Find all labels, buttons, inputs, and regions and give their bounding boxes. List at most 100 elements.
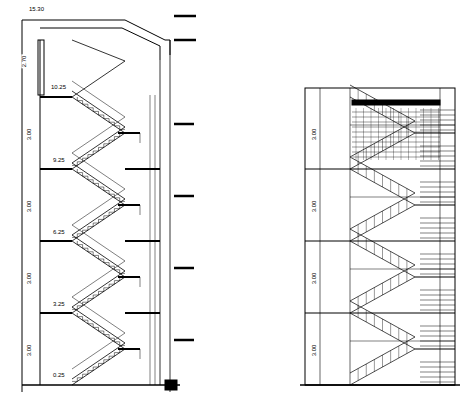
stroke: [88, 251, 93, 252]
stroke: [114, 122, 115, 126]
stroke: [77, 100, 82, 101]
stroke: [140, 349, 141, 359]
stroke: [352, 157, 440, 158]
stroke: [420, 300, 455, 301]
stroke: [420, 166, 455, 167]
stroke: [93, 223, 98, 224]
stroke: [420, 110, 455, 111]
stroke: [374, 216, 375, 228]
stroke: [72, 205, 125, 241]
stroke: [366, 292, 367, 304]
stroke: [82, 230, 83, 234]
stroke: [83, 320, 88, 321]
stroke: [350, 265, 415, 301]
stroke: [82, 101, 83, 105]
stroke: [352, 152, 440, 153]
stroke: [352, 142, 440, 143]
stroke: [114, 209, 115, 213]
stroke: [82, 302, 83, 306]
dimension-label: 3.00: [311, 200, 318, 214]
stroke: [83, 158, 88, 159]
stroke: [420, 331, 455, 332]
stroke: [72, 40, 125, 61]
stroke: [350, 229, 415, 265]
stroke: [103, 259, 104, 263]
stroke: [415, 132, 455, 133]
stroke: [87, 104, 88, 108]
stroke: [150, 95, 151, 385]
stroke: [119, 277, 120, 281]
stroke: [390, 108, 391, 120]
stroke: [350, 85, 415, 121]
stroke: [438, 108, 439, 160]
stroke: [109, 119, 110, 123]
stroke: [420, 346, 455, 347]
dimension-label: 3.00: [311, 272, 318, 286]
stroke: [72, 117, 125, 153]
stroke: [72, 133, 125, 169]
stroke: [77, 161, 82, 162]
stroke: [390, 252, 391, 264]
stroke: [140, 277, 141, 287]
stroke: [398, 328, 399, 340]
stroke: [350, 157, 415, 193]
stroke: [382, 139, 383, 151]
stroke: [390, 351, 391, 363]
stroke: [98, 363, 99, 367]
stroke: [77, 306, 78, 310]
stroke: [82, 158, 83, 162]
dimension-label: 3.00: [311, 128, 318, 142]
stroke: [103, 331, 104, 335]
stroke: [423, 108, 424, 160]
stroke: [77, 169, 78, 173]
stroke: [99, 259, 104, 260]
stroke: [374, 243, 375, 255]
stroke: [93, 151, 94, 155]
stroke: [114, 353, 115, 357]
stroke: [420, 367, 455, 368]
stroke: [352, 112, 440, 113]
stroke: [366, 220, 367, 232]
stroke: [93, 151, 98, 152]
stroke: [83, 302, 88, 303]
stroke: [406, 261, 407, 273]
stroke: [114, 136, 119, 137]
stroke: [77, 313, 78, 317]
stroke: [371, 108, 372, 160]
stroke: [83, 176, 88, 177]
stroke: [104, 359, 109, 360]
stroke: [72, 271, 125, 307]
stroke: [109, 335, 110, 339]
stroke: [88, 323, 93, 324]
dimension-label: 3.00: [26, 128, 33, 142]
stroke: [350, 241, 415, 277]
stroke: [88, 226, 93, 227]
stroke: [350, 313, 415, 349]
stroke: [420, 269, 455, 270]
stroke: [386, 108, 387, 160]
stroke: [350, 125, 455, 126]
stroke: [104, 190, 109, 191]
stroke: [77, 97, 78, 101]
stroke: [109, 122, 114, 123]
level-label: 0.25: [52, 372, 66, 379]
stroke: [140, 205, 141, 215]
floor-slab-marks: [174, 16, 196, 340]
stroke: [72, 381, 77, 382]
stroke: [431, 108, 432, 160]
stroke: [350, 169, 415, 205]
stroke: [119, 342, 120, 346]
stroke: [358, 369, 359, 381]
stroke: [420, 187, 455, 188]
stroke: [350, 341, 455, 342]
stroke: [72, 189, 125, 225]
stroke: [366, 94, 367, 106]
stroke: [420, 156, 455, 157]
stroke: [114, 125, 119, 126]
level-label: 3.25: [52, 301, 66, 308]
stroke: [98, 327, 99, 331]
stroke: [99, 115, 104, 116]
stroke: [140, 133, 141, 143]
stroke: [99, 363, 104, 364]
stroke: [118, 204, 140, 206]
